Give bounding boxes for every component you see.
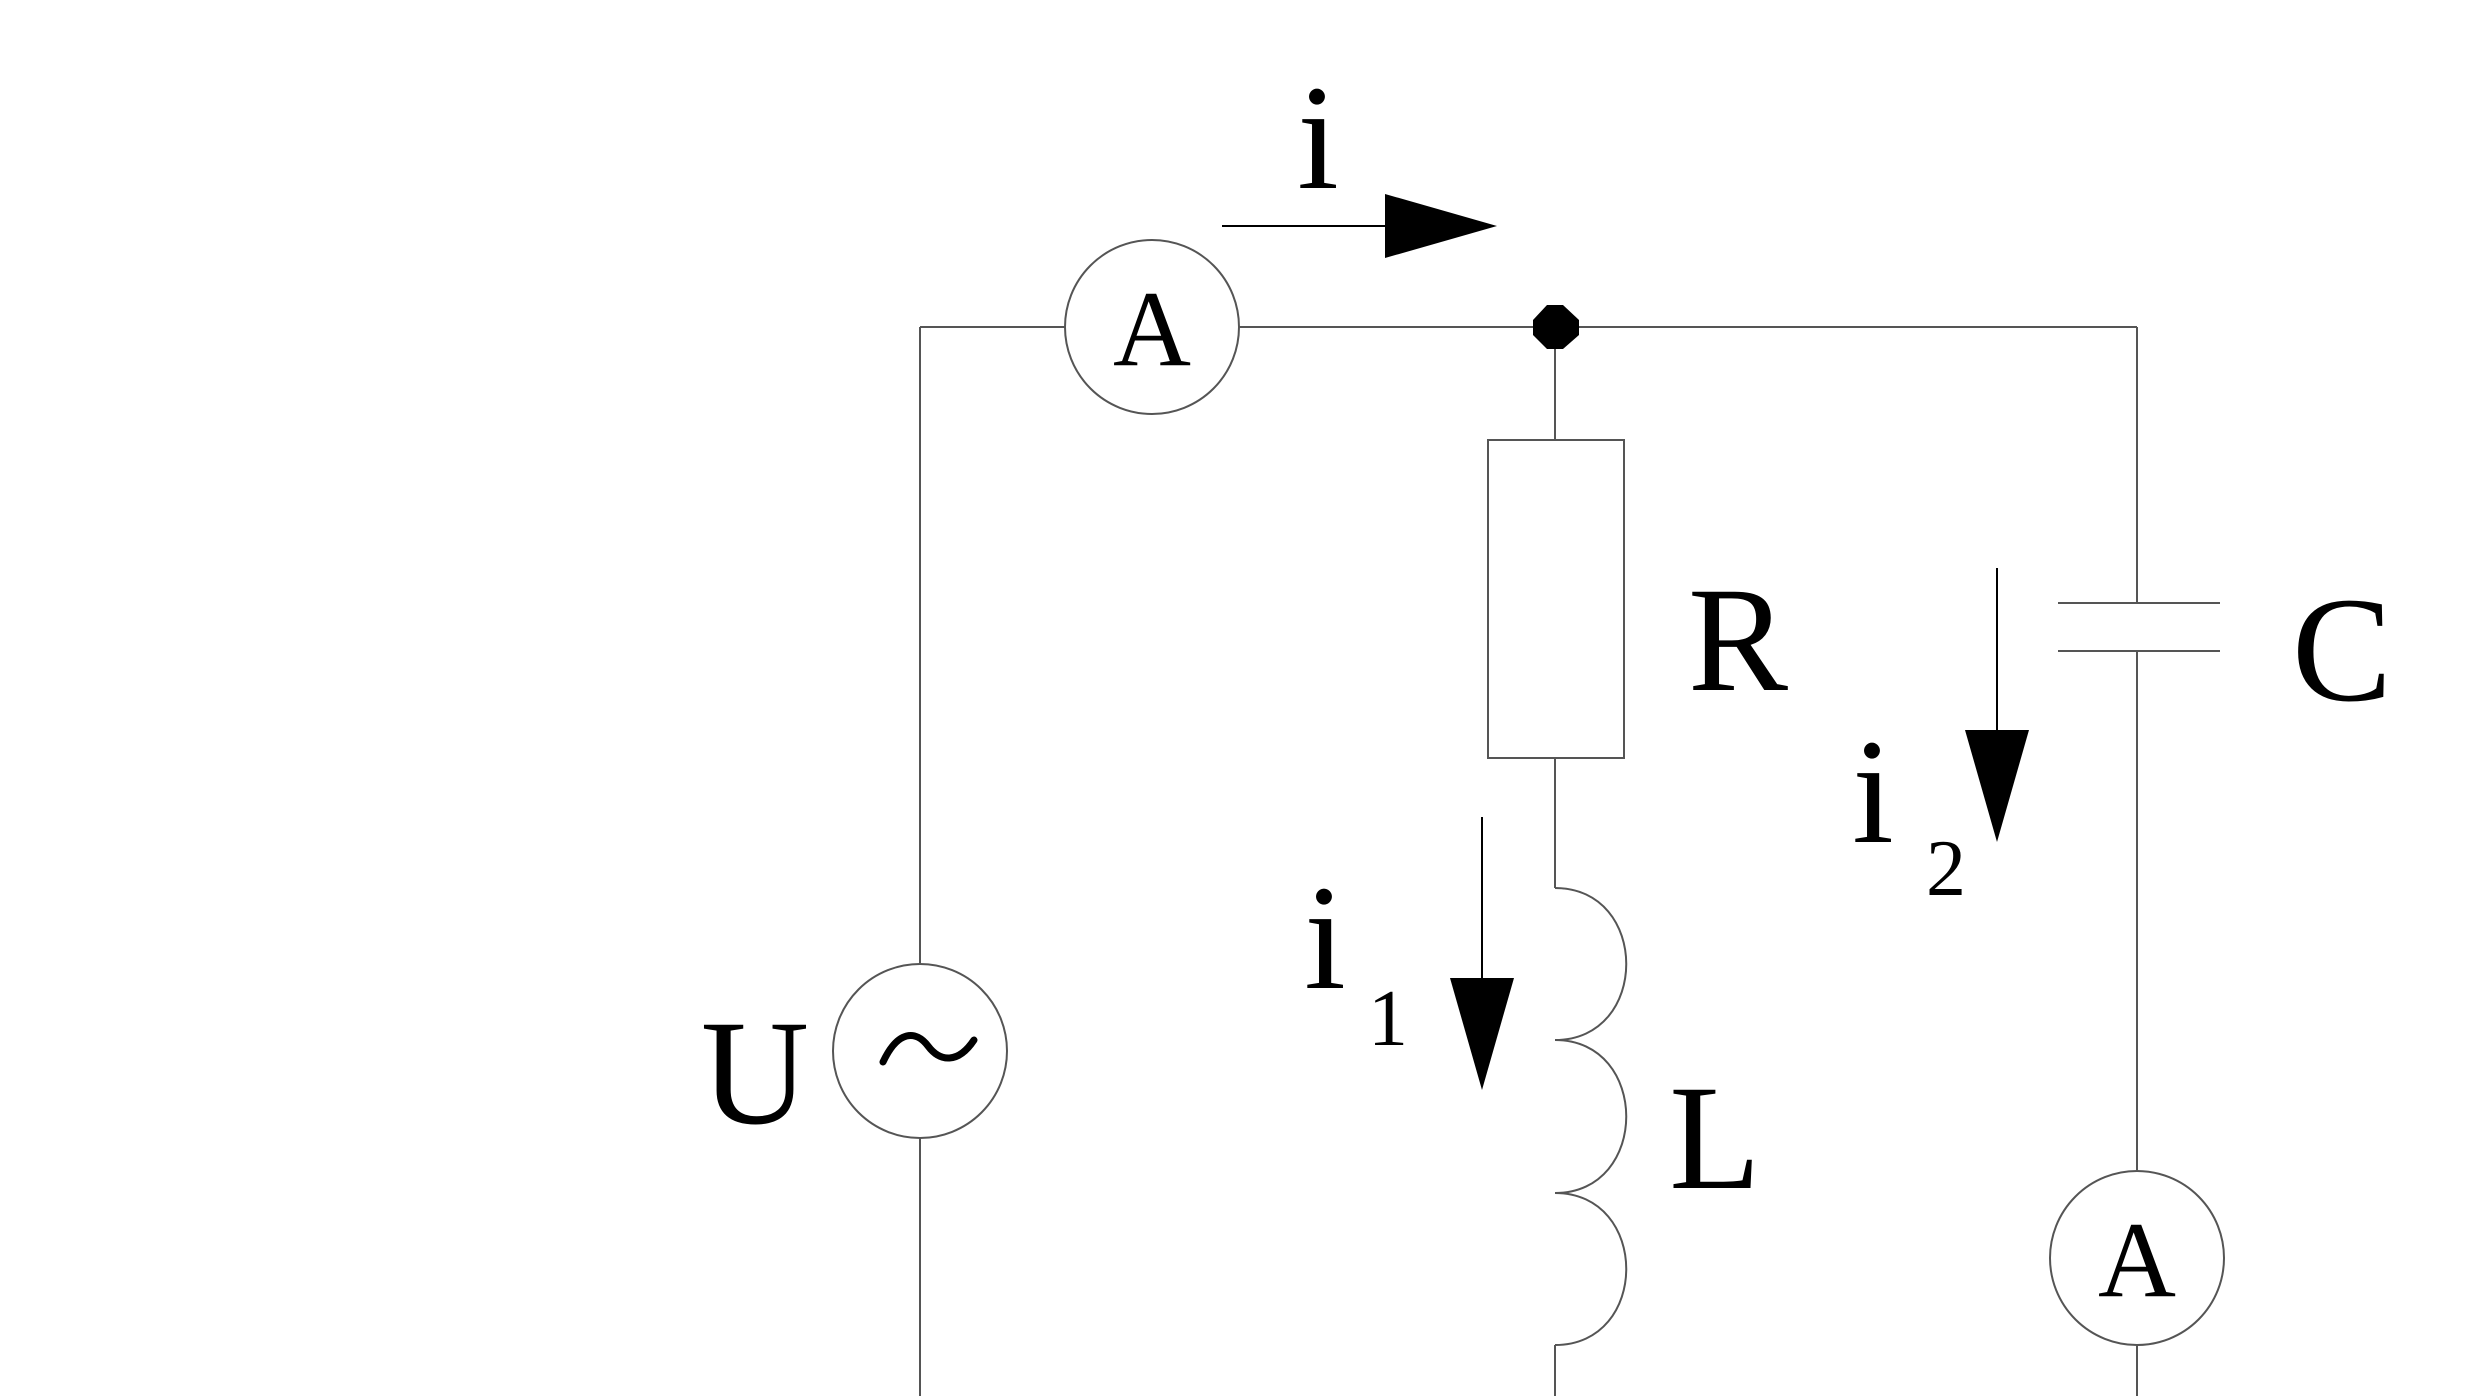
junction-node [1533, 305, 1579, 349]
ammeter-top-circle [1064, 239, 1240, 415]
capacitor-label: C [2292, 567, 2392, 733]
current-i1-indicator: i 1 [1304, 817, 1514, 1090]
wires [919, 326, 2138, 1396]
inductor-label: L [1669, 1055, 1761, 1221]
capacitor: C [2058, 567, 2392, 733]
ac-source-circle [832, 963, 1008, 1139]
resistor-body [1487, 439, 1625, 759]
ammeter-right: A [2049, 1170, 2225, 1346]
ammeter-right-circle [2049, 1170, 2225, 1346]
current-i1-arrowhead [1450, 978, 1514, 1090]
sine-wave-icon [879, 1032, 978, 1066]
resistor: R [1487, 439, 1788, 759]
current-i-indicator: i [1222, 55, 1497, 258]
current-i2-subscript: 2 [1926, 825, 1966, 913]
source-label: U [701, 990, 809, 1156]
ammeter-top-label: A [1113, 270, 1191, 389]
current-i2-label: i [1852, 709, 1894, 875]
current-i2-arrowhead [1965, 730, 2029, 842]
resistor-label: R [1688, 557, 1788, 723]
current-i-label: i [1297, 55, 1339, 221]
current-i-arrowhead [1385, 194, 1497, 258]
current-i1-label: i [1304, 855, 1346, 1021]
ac-source: U [701, 963, 1008, 1156]
ammeter-right-label: A [2098, 1201, 2176, 1320]
current-i1-subscript: 1 [1368, 975, 1408, 1063]
current-i2-indicator: i 2 [1852, 568, 2029, 913]
inductor-coil [1554, 887, 1628, 1346]
ammeter-top: A [1064, 239, 1240, 415]
inductor: L [1554, 887, 1761, 1346]
